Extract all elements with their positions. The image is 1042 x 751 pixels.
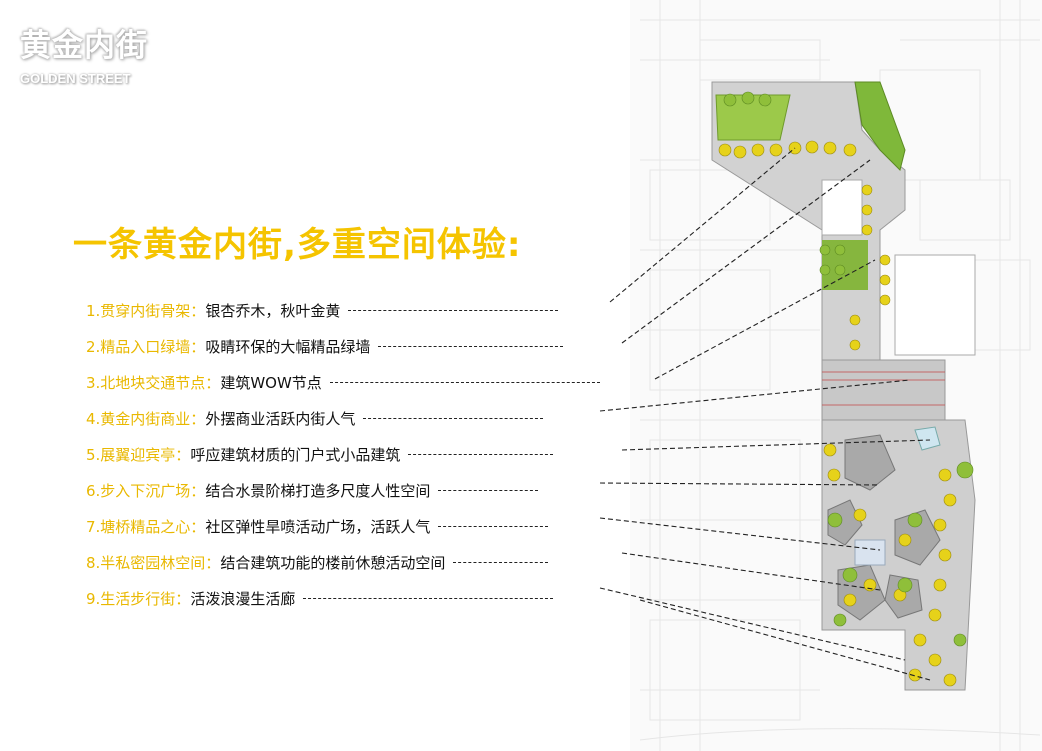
item-desc: 外摆商业活跃内街人气 xyxy=(205,409,356,428)
item-desc: 银杏乔木，秋叶金黄 xyxy=(205,301,341,320)
list-item: 4.黄金内街商业： 外摆商业活跃内街人气 xyxy=(86,400,626,436)
dash-divider xyxy=(438,489,539,491)
dash-divider xyxy=(329,381,600,383)
page-title: 黄金内街 xyxy=(20,28,148,64)
dash-divider xyxy=(453,561,549,563)
trees xyxy=(718,91,974,687)
dash-divider xyxy=(303,597,554,599)
item-desc: 活泼浪漫生活廊 xyxy=(190,589,296,608)
item-desc: 建筑WOW节点 xyxy=(220,373,322,392)
dash-divider xyxy=(348,309,559,311)
list-item: 6.步入下沉广场： 结合水景阶梯打造多尺度人性空间 xyxy=(86,472,626,508)
item-label: 2.精品入口绿墙： xyxy=(86,337,206,356)
item-desc: 社区弹性旱喷活动广场，活跃人气 xyxy=(205,517,431,536)
green-areas xyxy=(715,81,945,406)
page-subtitle: GOLDEN STREET xyxy=(20,71,131,86)
list-item: 2.精品入口绿墙： 吸睛环保的大幅精品绿墙 xyxy=(86,328,626,364)
item-desc: 吸睛环保的大幅精品绿墙 xyxy=(205,337,371,356)
item-label: 7.塘桥精品之心： xyxy=(86,517,206,536)
item-label: 3.北地块交通节点： xyxy=(86,373,221,392)
item-label: 8.半私密园林空间： xyxy=(86,553,221,572)
list-item: 9.生活步行街： 活泼浪漫生活廊 xyxy=(86,580,626,616)
leader-lines xyxy=(599,147,931,681)
item-label: 1.贯穿内街骨架： xyxy=(86,301,206,320)
dash-divider xyxy=(363,417,544,419)
dash-divider xyxy=(438,525,549,527)
dash-divider xyxy=(378,345,564,347)
section-heading: 一条黄金内街,多重空间体验: xyxy=(73,225,522,265)
item-desc: 结合水景阶梯打造多尺度人性空间 xyxy=(205,481,431,500)
feature-list: 1.贯穿内街骨架： 银杏乔木，秋叶金黄 2.精品入口绿墙： 吸睛环保的大幅精品绿… xyxy=(86,292,626,616)
item-label: 6.步入下沉广场： xyxy=(86,481,206,500)
item-label: 4.黄金内街商业： xyxy=(86,409,206,428)
list-item: 3.北地块交通节点： 建筑WOW节点 xyxy=(86,364,626,400)
list-item: 1.贯穿内街骨架： 银杏乔木，秋叶金黄 xyxy=(86,292,626,328)
item-label: 9.生活步行街： xyxy=(86,589,191,608)
item-desc: 呼应建筑材质的门户式小品建筑 xyxy=(190,445,401,464)
item-desc: 结合建筑功能的楼前休憩活动空间 xyxy=(220,553,446,572)
list-item: 7.塘桥精品之心： 社区弹性旱喷活动广场，活跃人气 xyxy=(86,508,626,544)
dash-divider xyxy=(408,453,554,455)
item-label: 5.展翼迎宾亭： xyxy=(86,445,191,464)
list-item: 5.展翼迎宾亭： 呼应建筑材质的门户式小品建筑 xyxy=(86,436,626,472)
list-item: 8.半私密园林空间： 结合建筑功能的楼前休憩活动空间 xyxy=(86,544,626,580)
